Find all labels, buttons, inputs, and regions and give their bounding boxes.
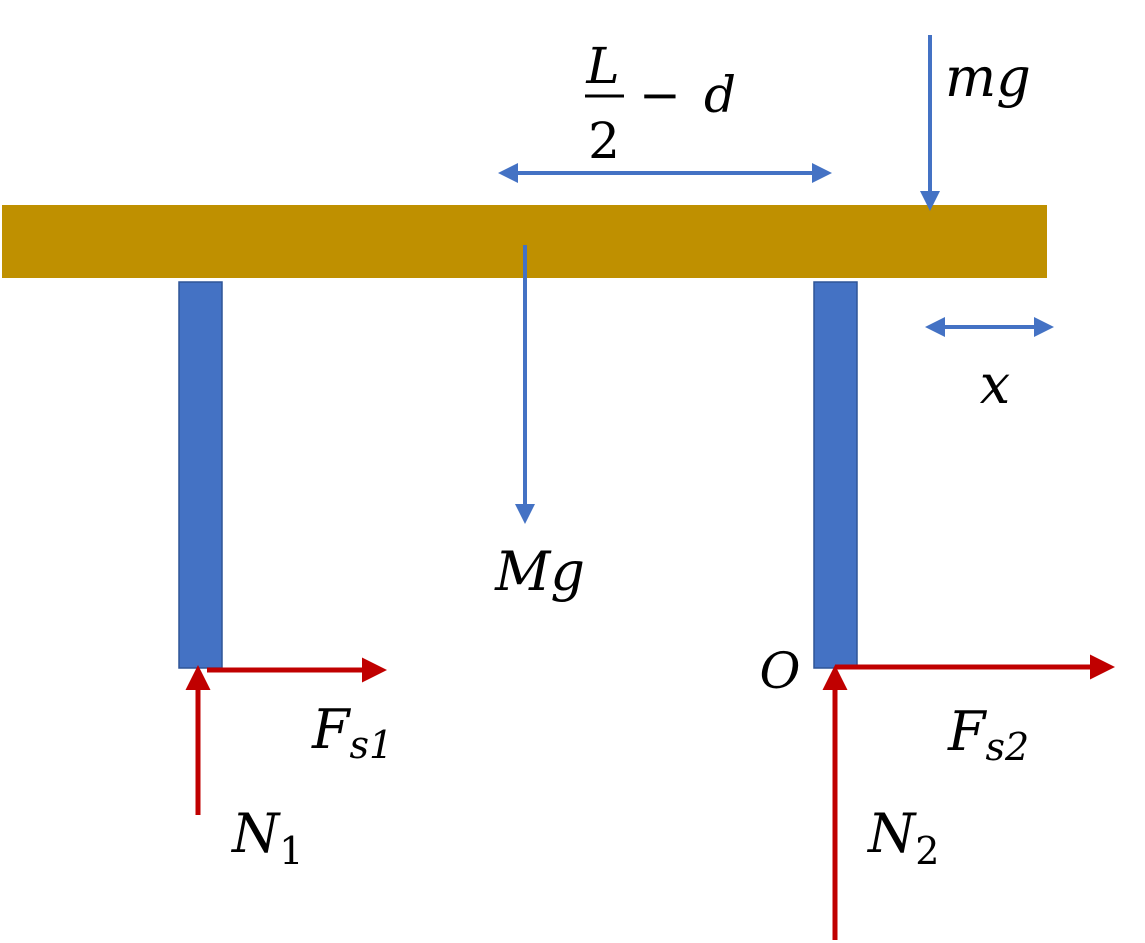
- left-leg: [178, 281, 223, 669]
- label-2: 2: [588, 112, 620, 170]
- label-Mg: Mg: [494, 540, 585, 603]
- label-d: d: [704, 66, 736, 124]
- label-minus: −: [639, 66, 681, 124]
- label-Fs2: Fs2: [947, 700, 1029, 769]
- label-x: x: [980, 353, 1010, 416]
- label-origin-O: O: [760, 642, 801, 700]
- label-N2: N2: [866, 802, 939, 873]
- label-Fs1: Fs1: [311, 698, 393, 767]
- right-leg: [813, 281, 858, 669]
- label-L: L: [585, 37, 619, 95]
- label-mg: mg: [945, 46, 1031, 109]
- label-N1: N1: [230, 802, 303, 873]
